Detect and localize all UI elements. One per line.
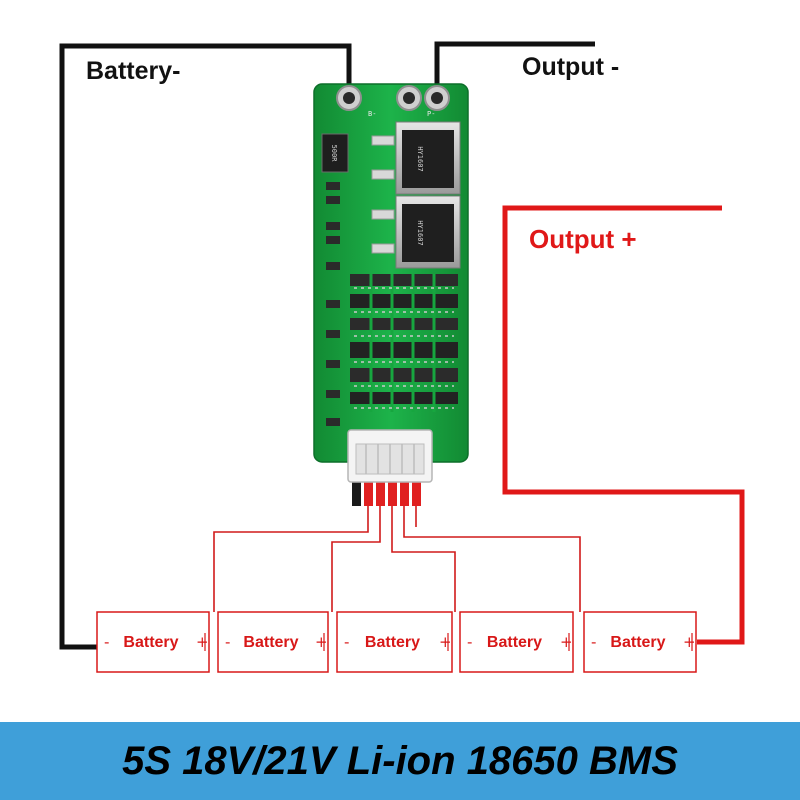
pad-b-text: B- — [368, 110, 376, 118]
mosfet-1-text: HY1607 — [416, 146, 424, 171]
smd-part — [326, 182, 340, 190]
harness-wire-black — [352, 482, 361, 506]
battery-cell-1: -Battery + — [96, 611, 210, 673]
smd-part — [326, 300, 340, 308]
harness-wire-red-5 — [412, 482, 421, 506]
pad-p-minus-2-hole — [431, 92, 443, 104]
protection-ic-array — [350, 274, 458, 412]
harness-wire-red-2 — [376, 482, 385, 506]
wire-output-plus — [502, 205, 745, 645]
ic-row-4 — [350, 342, 458, 358]
wire-output-minus — [434, 41, 595, 97]
battery-minus-terminal: - — [225, 633, 230, 651]
battery-pack: -Battery+-Battery+-Battery+-Battery+-Bat… — [96, 611, 697, 673]
battery-minus-terminal: - — [104, 633, 109, 651]
battery-plus-terminal: + — [315, 633, 328, 651]
ic-gridlines — [369, 274, 436, 412]
battery-cell-outline — [217, 611, 329, 673]
banner-title: 5S 18V/21V Li-ion 18650 BMS — [122, 739, 678, 783]
resistor-text: 500R — [330, 145, 338, 163]
mosfet-leg — [371, 243, 395, 254]
title-banner: 5S 18V/21V Li-ion 18650 BMS — [0, 722, 800, 800]
smd-left-column — [326, 182, 340, 426]
smd-part — [326, 196, 340, 204]
ic-row-2 — [350, 294, 458, 308]
ic-row-3 — [350, 318, 458, 330]
label-output-plus: Output + — [529, 224, 637, 254]
balance-wire-3 — [391, 500, 456, 612]
battery-label: Battery — [365, 634, 420, 651]
ic-row-6 — [350, 392, 458, 404]
battery-label: Battery — [123, 634, 178, 651]
battery-cell-4: -Battery + — [459, 611, 574, 673]
battery-label: Battery — [487, 634, 542, 651]
battery-cell-outline — [96, 611, 210, 673]
battery-label: Battery — [243, 634, 298, 651]
balance-wire-2 — [331, 500, 381, 612]
battery-label: Battery — [610, 634, 665, 651]
mosfet-2-text: HY1607 — [416, 220, 424, 245]
battery-cell-5: -Battery + — [583, 611, 697, 673]
smd-part — [326, 222, 340, 230]
battery-cell-outline — [336, 611, 453, 673]
wire-battery-minus — [59, 43, 352, 650]
label-output-minus: Output - — [522, 53, 620, 81]
bms-pcb: B- P- 500R HY1607 HY1607 — [313, 83, 469, 483]
smd-part — [326, 262, 340, 270]
battery-plus-terminal: + — [560, 633, 573, 651]
smd-part — [326, 390, 340, 398]
battery-plus-terminal: + — [683, 633, 696, 651]
harness-wire-red-4 — [400, 482, 409, 506]
balance-wire-1 — [213, 500, 369, 612]
harness-wire-red-1 — [364, 482, 373, 506]
power-resistor — [321, 133, 349, 173]
mosfet-leg — [371, 169, 395, 180]
pad-p-text: P- — [427, 110, 435, 118]
ic-row-5 — [350, 368, 458, 382]
balance-harness — [213, 482, 581, 612]
battery-cell-outline — [459, 611, 574, 673]
balance-wire-4 — [403, 500, 581, 612]
battery-minus-terminal: - — [591, 633, 596, 651]
battery-plus-terminal: + — [196, 633, 209, 651]
battery-minus-terminal: - — [467, 633, 472, 651]
smd-part — [326, 360, 340, 368]
mosfet-leg — [371, 135, 395, 146]
battery-minus-terminal: - — [344, 633, 349, 651]
label-battery-minus: Battery- — [86, 57, 181, 85]
battery-cell-3: -Battery + — [336, 611, 453, 673]
ic-row-1 — [350, 274, 458, 286]
battery-cell-2: -Battery + — [217, 611, 329, 673]
smd-part — [326, 236, 340, 244]
mosfet-leg — [371, 209, 395, 220]
ic-pins — [354, 287, 454, 409]
battery-cell-outline — [583, 611, 697, 673]
pad-p-minus-1-hole — [403, 92, 415, 104]
diagram-canvas: B- P- 500R HY1607 HY1607 — [59, 41, 745, 673]
smd-part — [326, 330, 340, 338]
balance-connector-pins — [365, 444, 415, 474]
smd-part — [326, 418, 340, 426]
mosfet-2-body — [402, 204, 454, 262]
harness-wire-red-3 — [388, 482, 397, 506]
mosfet-1-body — [402, 130, 454, 188]
battery-plus-terminal: + — [439, 633, 452, 651]
pad-b-minus-hole — [343, 92, 355, 104]
